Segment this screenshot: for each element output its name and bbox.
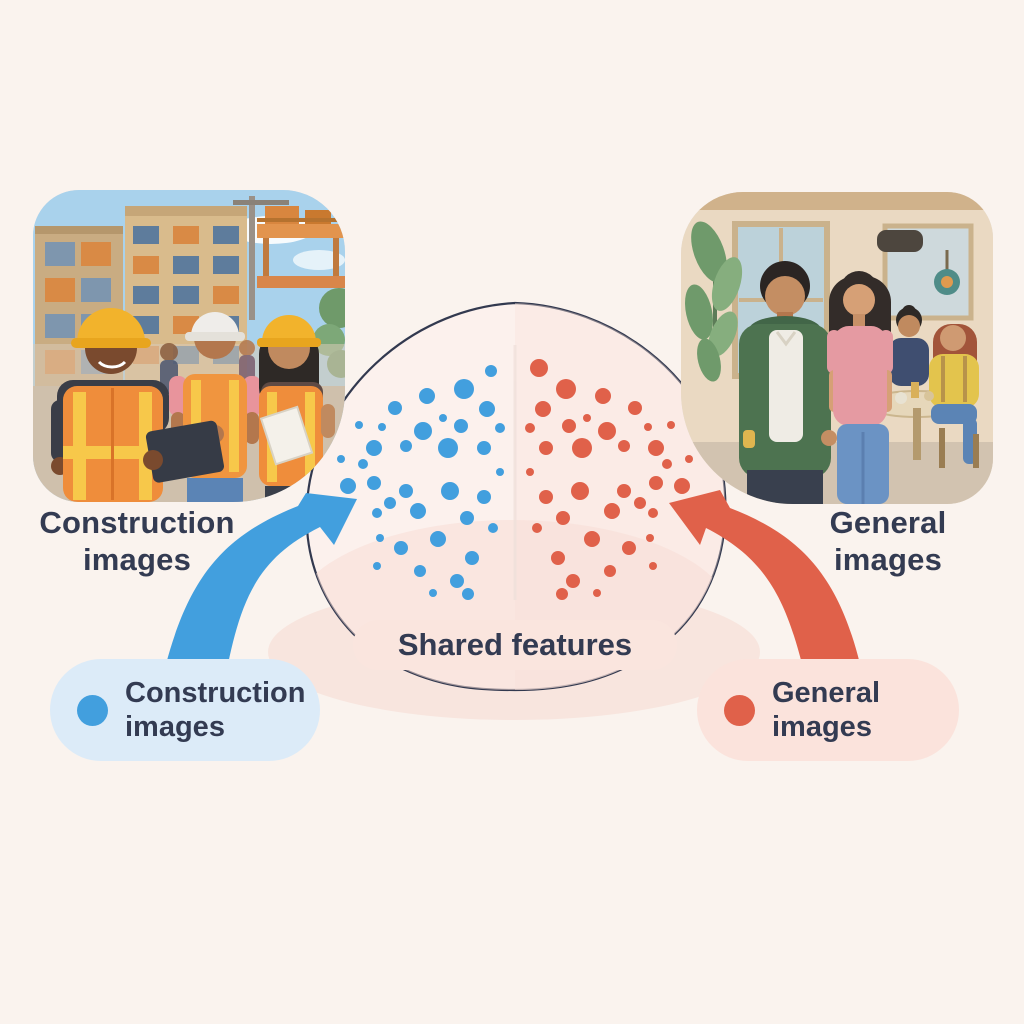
- general-arrow: [669, 490, 860, 664]
- blue-dots: [337, 365, 505, 600]
- orange-dots: [525, 359, 693, 600]
- shared-features-text: Shared features: [397, 627, 633, 662]
- construction-scene: [33, 190, 345, 502]
- speaker: [877, 230, 923, 252]
- cafe-scene: [681, 192, 993, 504]
- general-caption-line1: General: [829, 505, 947, 540]
- worker-right: [257, 315, 335, 502]
- legend-construction-line1: Construction: [125, 677, 306, 709]
- construction-caption-line1: Construction: [39, 505, 235, 540]
- lantern: [934, 250, 960, 295]
- shared-features-label: Shared features: [353, 620, 677, 670]
- crane-pole: [233, 196, 289, 320]
- general-caption: General images: [788, 504, 988, 578]
- scaffold: [257, 206, 345, 288]
- legend-construction-line2: images: [125, 711, 225, 743]
- man: [739, 261, 837, 504]
- seated-people: [864, 305, 979, 468]
- orange-dot-icon: [724, 694, 755, 726]
- woman: [827, 271, 893, 504]
- legend-general: General images: [697, 659, 959, 761]
- construction-arrow: [166, 493, 357, 664]
- general-caption-line2: images: [833, 542, 943, 577]
- general-photo: [681, 192, 993, 504]
- clipboard: [145, 420, 224, 483]
- worker-left: [51, 308, 224, 502]
- construction-caption-line2: images: [82, 542, 192, 577]
- legend-general-line1: General: [772, 677, 880, 709]
- construction-caption: Construction images: [28, 504, 246, 578]
- legend-general-line2: images: [772, 711, 872, 743]
- blue-dot-icon: [77, 694, 108, 726]
- construction-photo: [33, 190, 345, 502]
- legend-construction: Construction images: [50, 659, 320, 761]
- plant: [685, 221, 743, 382]
